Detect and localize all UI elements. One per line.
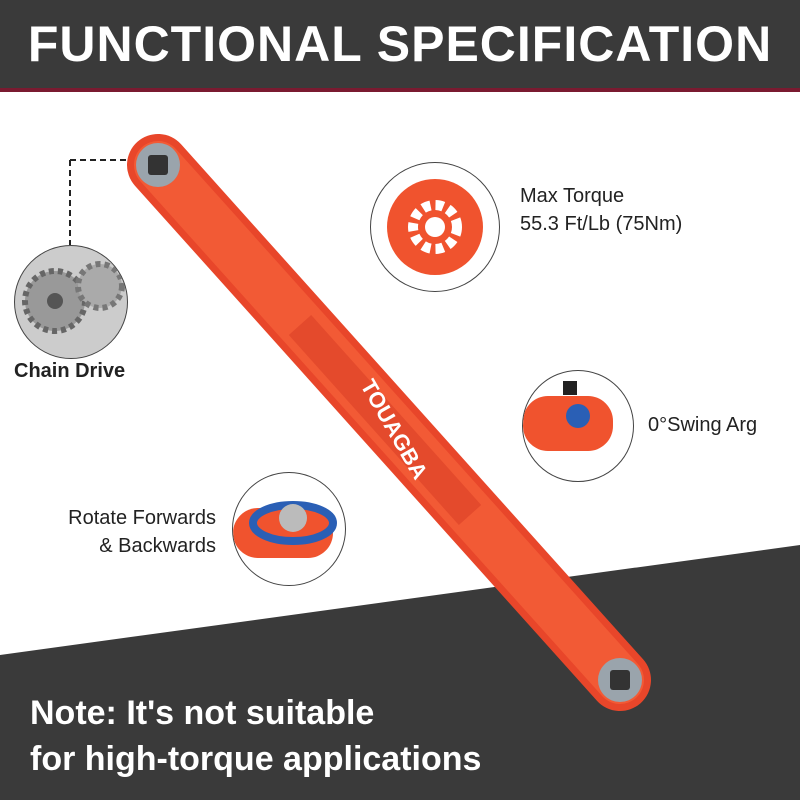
torque-title: Max Torque xyxy=(520,185,625,207)
torque-label: Max Torque 55.3 Ft/Lb (75Nm) xyxy=(520,182,682,238)
swing-image xyxy=(522,370,634,482)
header-banner: FUNCTIONAL SPECIFICATION xyxy=(0,0,800,92)
note-line2: for high-torque applications xyxy=(30,740,482,778)
page-title: FUNCTIONAL SPECIFICATION xyxy=(27,16,773,72)
leader-line xyxy=(69,159,140,245)
chain-drive-image xyxy=(14,245,128,359)
chain-drive-label: Chain Drive xyxy=(14,360,126,382)
note-text: Note: It's not suitable for high-torque … xyxy=(30,690,481,782)
rotate-line2: & Backwards xyxy=(99,535,216,557)
swing-label: 0°Swing Arg xyxy=(648,414,758,436)
torque-icon-circle xyxy=(370,162,500,292)
rotate-line1: Rotate Forwards xyxy=(68,507,216,529)
bottom-dark-band xyxy=(0,545,800,800)
gear-wrench-icon xyxy=(387,179,483,275)
rotate-label: Rotate Forwards & Backwards xyxy=(26,504,216,560)
rotate-image xyxy=(232,472,346,586)
torque-value: 55.3 Ft/Lb (75Nm) xyxy=(520,213,683,235)
wrench-image xyxy=(127,134,651,711)
note-line1: Note: It's not suitable xyxy=(30,694,375,732)
